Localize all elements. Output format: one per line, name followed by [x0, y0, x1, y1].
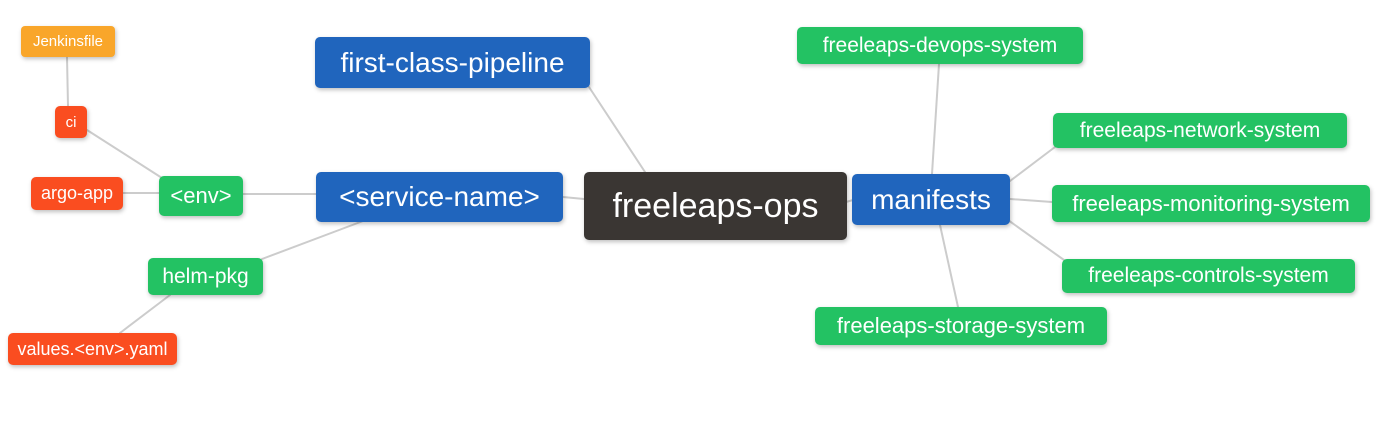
node-freeleaps-ops-label: freeleaps-ops: [612, 186, 819, 225]
edge-manifests-network: [1009, 146, 1056, 182]
node-freeleaps-ops[interactable]: freeleaps-ops: [584, 172, 847, 240]
node-freeleaps-network-system-label: freeleaps-network-system: [1079, 118, 1321, 142]
edge-pipeline-freeleaps-ops: [588, 86, 646, 173]
node-values-env-yaml[interactable]: values.<env>.yaml: [8, 333, 177, 365]
edge-ci-env: [86, 129, 163, 179]
node-helm-pkg[interactable]: helm-pkg: [148, 258, 263, 295]
node-freeleaps-controls-system-label: freeleaps-controls-system: [1088, 264, 1329, 287]
edge-manifests-monitoring: [1009, 198, 1053, 203]
node-freeleaps-storage-system[interactable]: freeleaps-storage-system: [815, 307, 1107, 345]
node-ci[interactable]: ci: [55, 106, 87, 138]
node-freeleaps-monitoring-system[interactable]: freeleaps-monitoring-system: [1052, 185, 1370, 222]
node-service-name-label: <service-name>: [339, 181, 540, 212]
node-manifests-label: manifests: [871, 183, 991, 215]
node-manifests[interactable]: manifests: [852, 174, 1010, 225]
node-values-env-yaml-label: values.<env>.yaml: [17, 338, 168, 359]
edge-manifests-storage: [939, 224, 959, 308]
node-env-label: <env>: [170, 183, 232, 208]
edge-service-freeleaps-ops: [562, 196, 585, 200]
node-first-class-pipeline-label: first-class-pipeline: [340, 46, 565, 78]
node-first-class-pipeline[interactable]: first-class-pipeline: [315, 37, 590, 88]
node-argo-app-label: argo-app: [40, 183, 114, 203]
edge-jenkinsfile-ci: [66, 56, 69, 107]
node-freeleaps-devops-system[interactable]: freeleaps-devops-system: [797, 27, 1083, 64]
edge-freeleaps-ops-manifests: [845, 199, 854, 203]
edge-manifests-devops: [931, 63, 940, 175]
node-service-name[interactable]: <service-name>: [316, 172, 563, 222]
node-freeleaps-storage-system-label: freeleaps-storage-system: [836, 313, 1086, 338]
node-argo-app[interactable]: argo-app: [31, 177, 123, 210]
node-jenkinsfile[interactable]: Jenkinsfile: [21, 26, 115, 57]
node-env[interactable]: <env>: [159, 176, 243, 216]
edge-helm-pkg-service-name: [261, 220, 364, 260]
edge-manifests-controls: [1007, 219, 1065, 261]
node-jenkinsfile-label: Jenkinsfile: [32, 33, 104, 50]
node-freeleaps-controls-system[interactable]: freeleaps-controls-system: [1062, 259, 1355, 293]
edge-values-helm-pkg: [119, 294, 171, 334]
node-helm-pkg-label: helm-pkg: [162, 264, 249, 288]
node-ci-label: ci: [65, 113, 77, 131]
node-freeleaps-devops-system-label: freeleaps-devops-system: [822, 33, 1058, 57]
node-freeleaps-network-system[interactable]: freeleaps-network-system: [1053, 113, 1347, 148]
node-freeleaps-monitoring-system-label: freeleaps-monitoring-system: [1072, 190, 1350, 216]
